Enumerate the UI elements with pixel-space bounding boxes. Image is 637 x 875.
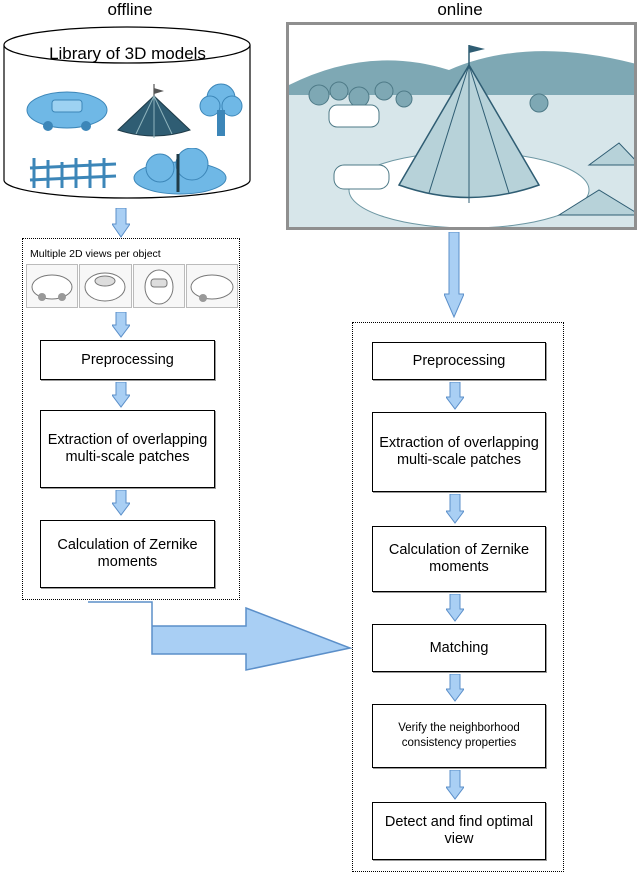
- views-label: Multiple 2D views per object: [30, 248, 161, 260]
- online-step-zernike: Calculation of Zernike moments: [372, 526, 546, 592]
- view-thumbnail: [133, 264, 185, 308]
- bush-icon: [130, 148, 230, 196]
- online-pipeline: [352, 322, 564, 872]
- offline-step-extraction: Extraction of overlapping multi-scale pa…: [40, 410, 215, 488]
- offline-pipeline: [22, 238, 240, 600]
- online-step-matching: Matching: [372, 624, 546, 672]
- arrow-down-icon: [446, 494, 464, 524]
- arrow-down-icon: [112, 208, 130, 238]
- circus-tent-icon: [114, 82, 194, 140]
- scene-image-icon: [289, 25, 634, 227]
- online-step-preprocessing: Preprocessing: [372, 342, 546, 380]
- fence-icon: [28, 148, 120, 190]
- transfer-arrow-icon: [88, 601, 353, 671]
- arrow-down-icon: [444, 232, 464, 318]
- arrow-down-icon: [446, 382, 464, 410]
- online-step-extraction: Extraction of overlapping multi-scale pa…: [372, 412, 546, 492]
- arrow-down-icon: [446, 594, 464, 622]
- arrow-down-icon: [112, 312, 130, 338]
- tree-icon: [196, 80, 246, 140]
- scene-image: [286, 22, 637, 230]
- offline-title: offline: [107, 0, 153, 19]
- view-thumbnail: [79, 264, 132, 308]
- offline-step-preprocessing: Preprocessing: [40, 340, 215, 380]
- view-thumbnail: [186, 264, 238, 308]
- arrow-down-icon: [112, 490, 130, 516]
- online-step-verify: Verify the neighborhood consistency prop…: [372, 704, 546, 768]
- library-label: Library of 3D models: [49, 44, 206, 63]
- online-title: online: [437, 0, 483, 19]
- offline-step-zernike: Calculation of Zernike moments: [40, 520, 215, 588]
- arrow-down-icon: [446, 770, 464, 800]
- arrow-down-icon: [446, 674, 464, 702]
- views-strip: [26, 264, 238, 308]
- online-step-detect: Detect and find optimal view: [372, 802, 546, 860]
- arrow-down-icon: [112, 382, 130, 408]
- view-thumbnail: [26, 264, 78, 308]
- caravan-icon: [22, 82, 112, 132]
